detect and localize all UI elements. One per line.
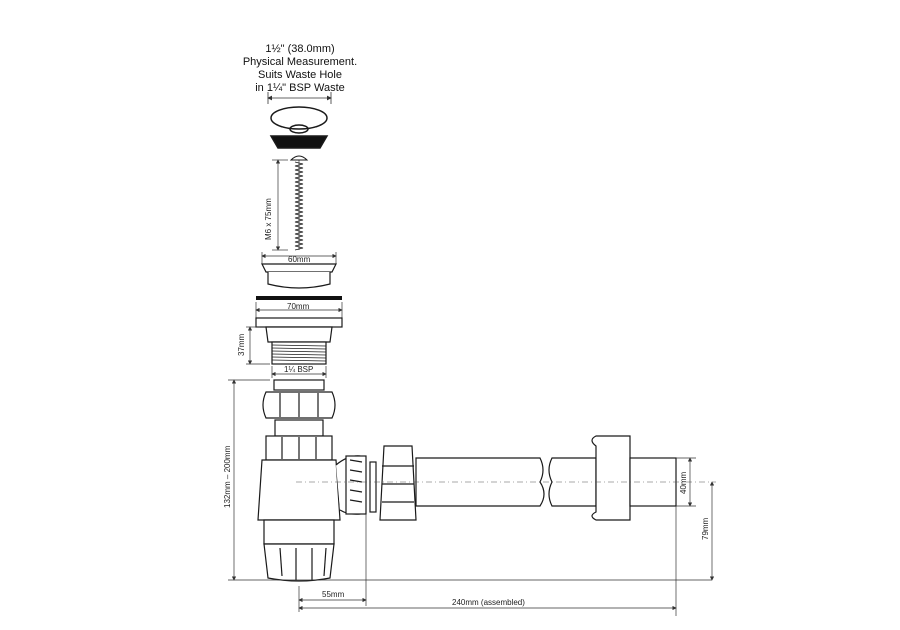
thread-label: 1¼ BSP xyxy=(284,365,313,374)
header-line-physical: Physical Measurement. xyxy=(242,56,358,68)
offset-label: 55mm xyxy=(322,590,345,599)
body-thread-line xyxy=(271,353,327,356)
screw xyxy=(289,155,309,251)
trap-height-label: 132mm – 200mm xyxy=(223,445,232,508)
header-line-waste: in 1¼" BSP Waste xyxy=(255,82,345,94)
body-thread-line xyxy=(271,356,327,359)
outlet-height-label: 79mm xyxy=(701,517,710,540)
body-thread-line xyxy=(271,359,327,362)
trap-height-dimension: 132mm – 200mm xyxy=(223,379,712,581)
header-line-suits: Suits Waste Hole xyxy=(258,69,342,81)
screw-label: M6 x 75mm xyxy=(264,198,273,240)
plug-label: 60mm xyxy=(288,255,311,264)
header-dimension xyxy=(267,92,332,104)
bottom-dimensions: 55mm 240mm (assembled) xyxy=(298,506,677,616)
waste-body xyxy=(255,302,343,365)
body-height-label: 37mm xyxy=(237,333,246,356)
body-thread-line xyxy=(271,344,327,347)
screw-dimension: M6 x 75mm xyxy=(264,159,288,251)
trap-body xyxy=(257,419,377,582)
body-thread-line xyxy=(271,350,327,353)
outlet-pipe xyxy=(415,435,677,521)
outlet-nut xyxy=(379,445,417,521)
header-note: 1½" (38.0mm) Physical Measurement. Suits… xyxy=(200,43,400,95)
pipe-diameter-label: 40mm xyxy=(679,471,688,494)
header-line-size: 1½" (38.0mm) xyxy=(265,43,335,55)
outlet-height-dimension: 79mm xyxy=(701,481,715,581)
body-thread-line xyxy=(271,347,327,350)
gasket xyxy=(256,296,342,300)
assembled-length-label: 240mm (assembled) xyxy=(452,598,525,607)
upper-nut xyxy=(262,379,336,419)
thread-dimension: 1¼ BSP xyxy=(271,365,327,378)
flange-label: 70mm xyxy=(287,302,310,311)
plug-stopper xyxy=(269,106,329,149)
plug-body: 60mm xyxy=(261,252,337,289)
pipe-diameter-dimension: 40mm xyxy=(676,457,696,507)
screw-thread xyxy=(294,161,304,251)
flange-dim-text: 70mm xyxy=(287,302,310,311)
body-height-dimension: 37mm xyxy=(237,326,270,365)
